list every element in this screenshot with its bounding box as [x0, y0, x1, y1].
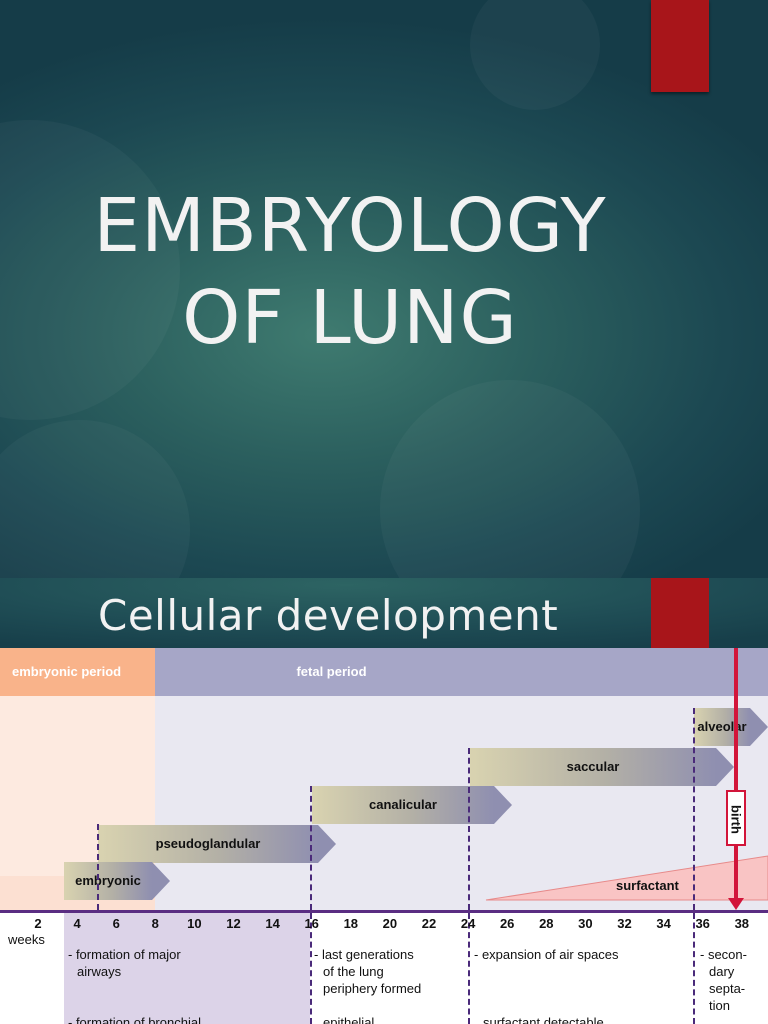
stage-divider — [468, 748, 470, 910]
stage-bar-saccular: saccular — [470, 748, 734, 786]
stage-divider — [97, 824, 99, 910]
axis-tick-label: 30 — [578, 916, 593, 931]
note-line: dary — [709, 964, 735, 979]
axis-tick-label: 2 — [34, 916, 42, 931]
surfactant-wedge — [485, 855, 768, 901]
accent-tab — [651, 0, 709, 92]
timeline-axis — [0, 910, 768, 913]
stage-divider — [693, 913, 695, 1024]
slide-title: EMBRYOLOGY OF LUNG — [30, 180, 670, 364]
birth-line — [734, 648, 738, 900]
birth-arrow — [728, 898, 744, 910]
note-line: surfactant detectable — [483, 1015, 604, 1024]
slide-heading: Cellular development — [98, 591, 559, 640]
title-line-1: EMBRYOLOGY — [93, 183, 607, 269]
note-line: tion — [709, 998, 730, 1013]
background-bubble — [380, 380, 640, 578]
axis-tick-label: 8 — [151, 916, 159, 931]
heading-band — [0, 578, 768, 648]
axis-tick-label: 16 — [304, 916, 319, 931]
note-line: of the lung — [323, 964, 384, 979]
axis-tick-label: 38 — [734, 916, 750, 931]
note-line: epithelial — [323, 1015, 375, 1024]
title-line-2: OF LUNG — [182, 275, 518, 361]
title-slide: EMBRYOLOGY OF LUNG — [0, 0, 768, 578]
axis-tick-label: 24 — [460, 916, 476, 931]
notes-area-early — [64, 913, 310, 1024]
axis-tick-label: 12 — [226, 916, 241, 931]
accent-tab — [651, 578, 709, 648]
axis-tick-label: 36 — [695, 916, 710, 931]
stage-divider — [693, 708, 695, 910]
surfactant-gradient — [485, 855, 768, 901]
stage-bar-embryonic: embryonic — [64, 862, 170, 900]
note-line: airways — [77, 964, 122, 979]
stage-bar-alveolar: alveolar — [694, 708, 768, 746]
lung-development-timeline: embryonic period fetal period surfactant… — [0, 648, 768, 1024]
axis-tick-label: 32 — [617, 916, 632, 931]
background-bubble — [470, 0, 600, 110]
axis-tick-label: 4 — [73, 916, 81, 931]
axis-tick-label: 28 — [539, 916, 554, 931]
axis-tick-label: 22 — [421, 916, 437, 931]
note-canalicular: - last generations of the lung periphery… — [314, 946, 421, 1024]
note-line: - secon- — [700, 947, 747, 962]
note-line: - formation of major — [68, 947, 181, 962]
surfactant-label: surfactant — [616, 878, 679, 893]
embryonic-period-header: embryonic period — [0, 648, 155, 696]
note-line: - expansion of air spaces — [474, 947, 619, 962]
axis-tick-label: 34 — [656, 916, 671, 931]
stage-bar-canalicular: canalicular — [312, 786, 512, 824]
note-embryonic: - formation of major airways - formation… — [68, 946, 201, 1024]
axis-unit-label: weeks — [8, 932, 45, 947]
note-line: periphery formed — [323, 981, 422, 996]
note-alveolar: - secon- dary septa- tion — [700, 946, 747, 1014]
axis-tick-label: 20 — [382, 916, 398, 931]
stage-divider — [310, 786, 312, 910]
axis-tick-label: 6 — [112, 916, 120, 931]
stage-bar-pseudoglandular: pseudoglandular — [98, 825, 336, 863]
birth-marker: birth — [726, 790, 746, 846]
axis-tick-label: 14 — [265, 916, 280, 931]
fetal-period-label: fetal period — [296, 664, 367, 679]
note-line: - formation of bronchial — [68, 1015, 201, 1024]
fetal-period-header: fetal period — [155, 648, 768, 696]
axis-tick-label: 10 — [187, 916, 202, 931]
axis-tick-label: 18 — [343, 916, 359, 931]
birth-label: birth — [728, 805, 744, 834]
background-bubble — [0, 420, 190, 578]
axis-tick-label: 26 — [499, 916, 515, 931]
note-line: septa- — [709, 981, 746, 996]
note-saccular: - expansion of air spaces surfactant det… — [474, 946, 619, 1024]
stage-divider — [310, 913, 312, 1024]
stage-divider — [468, 913, 470, 1024]
note-line: - last generations — [314, 947, 414, 962]
